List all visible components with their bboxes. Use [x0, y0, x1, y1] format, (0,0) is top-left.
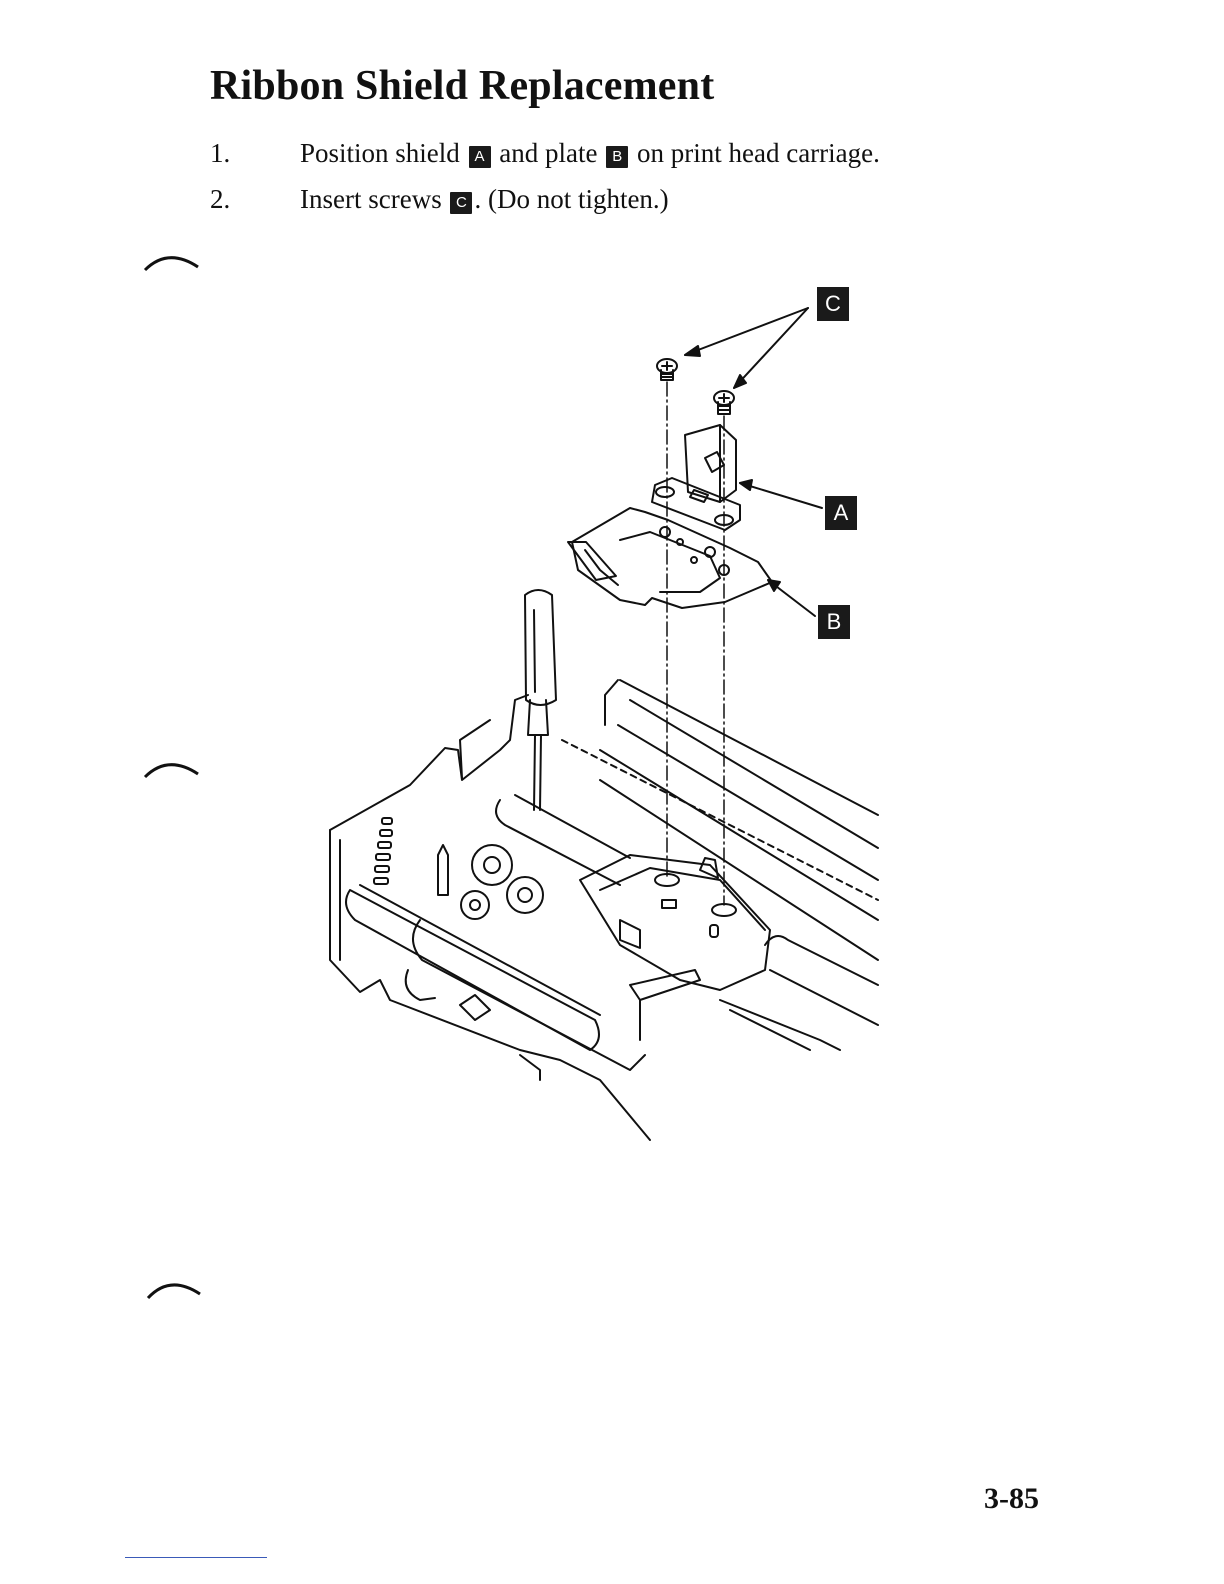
screw-icon: [714, 391, 734, 414]
screw-icon: [657, 359, 677, 380]
callout-b-label: B: [818, 605, 850, 639]
step-text-segment: Insert screws: [300, 184, 448, 214]
screwdriver-icon: [525, 590, 556, 810]
shield-plate-icon: [652, 478, 740, 530]
page-number: 3-85: [984, 1482, 1039, 1516]
plate-icon: [568, 508, 772, 608]
footer-rule: [125, 1557, 267, 1558]
step-text-segment: and plate: [493, 138, 605, 168]
binder-hole-arc-icon: [140, 752, 210, 792]
step-text: Insert screws C. (Do not tighten.): [300, 184, 669, 215]
callout-leaders: [685, 308, 822, 616]
step-text-segment: . (Do not tighten.): [474, 184, 668, 214]
step-number: 2.: [210, 184, 230, 215]
binder-hole-arc-icon: [140, 1270, 210, 1310]
print-head-carriage-icon: [330, 680, 878, 1140]
key-a-icon: A: [469, 146, 491, 168]
key-c-icon: C: [450, 192, 472, 214]
step-number: 1.: [210, 138, 230, 169]
callout-c-label: C: [817, 287, 849, 321]
step-text: Position shield A and plate B on print h…: [300, 138, 880, 169]
page-title: Ribbon Shield Replacement: [210, 62, 714, 110]
step-text-segment: on print head carriage.: [630, 138, 880, 168]
callout-a-label: A: [825, 496, 857, 530]
key-b-icon: B: [606, 146, 628, 168]
step-text-segment: Position shield: [300, 138, 467, 168]
ribbon-shield-illustration: [300, 280, 880, 1150]
alignment-lines: [667, 382, 724, 905]
binder-hole-arc-icon: [140, 245, 210, 285]
